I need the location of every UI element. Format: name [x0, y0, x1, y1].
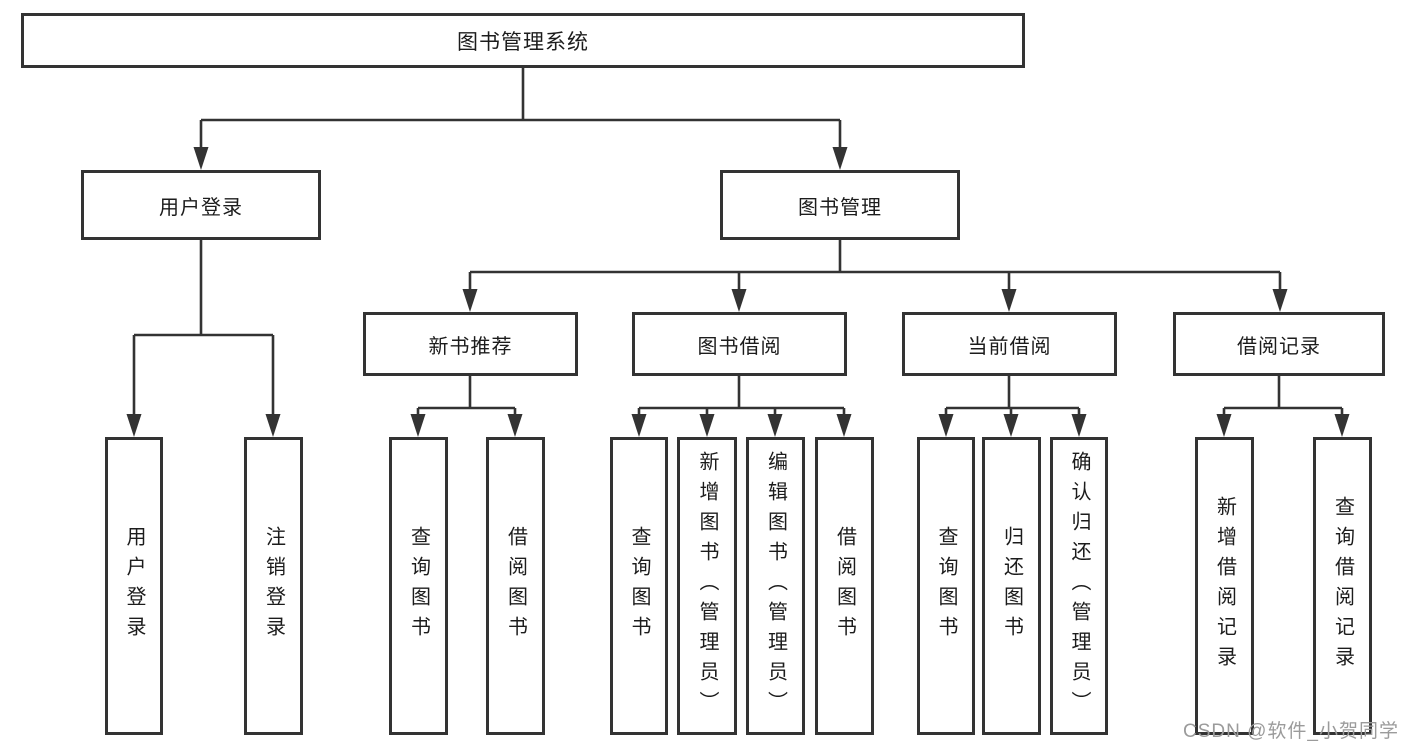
leaf-borrow-books-recommend: 借阅图书 — [486, 437, 545, 735]
leaf-label: 用户登录 — [123, 526, 145, 646]
leaf-label: 编辑图书（管理员） — [764, 451, 787, 721]
node-new-book-recommendation: 新书推荐 — [363, 312, 578, 376]
leaf-edit-books-admin: 编辑图书（管理员） — [746, 437, 805, 735]
leaf-return-books: 归还图书 — [982, 437, 1041, 735]
leaf-logout: 注销登录 — [244, 437, 303, 735]
leaf-label: 查询图书 — [935, 526, 957, 646]
node-book-management: 图书管理 — [720, 170, 960, 240]
leaf-add-borrow-record: 新增借阅记录 — [1195, 437, 1254, 735]
leaf-borrow-books: 借阅图书 — [815, 437, 874, 735]
csdn-watermark: CSDN @软件_小贺同学 — [1183, 721, 1399, 742]
leaf-query-books-recommend: 查询图书 — [389, 437, 448, 735]
leaf-query-borrow-record: 查询借阅记录 — [1313, 437, 1372, 735]
leaf-label: 确认归还（管理员） — [1068, 451, 1090, 721]
leaf-label: 注销登录 — [262, 526, 285, 646]
node-label: 新书推荐 — [428, 335, 513, 358]
leaf-label: 借阅图书 — [504, 526, 527, 646]
node-library-management-system: 图书管理系统 — [21, 13, 1025, 68]
leaf-label: 查询借阅记录 — [1331, 496, 1354, 676]
node-book-borrowing: 图书借阅 — [632, 312, 847, 376]
node-label: 用户登录 — [159, 196, 243, 219]
node-label: 当前借阅 — [967, 335, 1052, 358]
leaf-query-books-borrow: 查询图书 — [610, 437, 668, 735]
node-label: 图书借阅 — [697, 335, 782, 358]
node-label: 图书管理 — [798, 196, 882, 219]
leaf-confirm-return-admin: 确认归还（管理员） — [1050, 437, 1108, 735]
leaf-user-login: 用户登录 — [105, 437, 163, 735]
node-label: 图书管理系统 — [457, 30, 589, 54]
leaf-label: 借阅图书 — [833, 526, 856, 646]
leaf-label: 查询图书 — [628, 526, 650, 646]
node-label: 借阅记录 — [1237, 335, 1321, 358]
node-borrowing-records: 借阅记录 — [1173, 312, 1385, 376]
leaf-label: 查询图书 — [407, 526, 430, 646]
leaf-add-books-admin: 新增图书（管理员） — [677, 437, 737, 735]
node-user-login: 用户登录 — [81, 170, 321, 240]
node-current-borrowing: 当前借阅 — [902, 312, 1117, 376]
leaf-label: 新增图书（管理员） — [696, 451, 718, 721]
leaf-label: 新增借阅记录 — [1213, 496, 1236, 676]
leaf-query-books-current: 查询图书 — [917, 437, 975, 735]
leaf-label: 归还图书 — [1000, 526, 1023, 646]
